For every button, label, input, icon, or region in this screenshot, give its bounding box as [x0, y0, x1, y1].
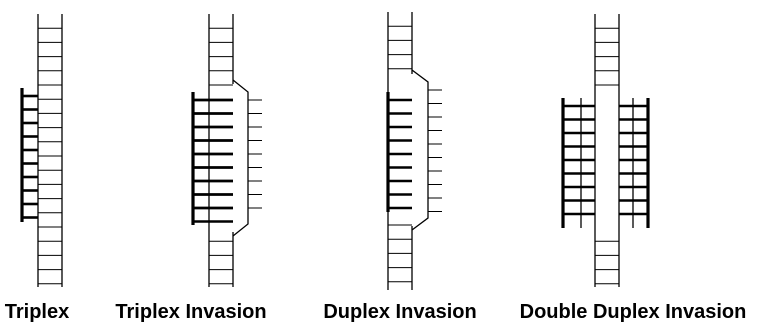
third-strand	[20, 88, 38, 222]
invading-strand	[386, 92, 412, 212]
open-region	[594, 84, 620, 236]
displaced-strand	[411, 69, 442, 231]
duplex-ladder	[594, 14, 620, 287]
duplex-ladder	[208, 14, 234, 287]
triplex-invasion-panel	[191, 14, 262, 287]
displaced-strand	[232, 79, 262, 237]
duplex-ladder	[37, 14, 63, 287]
invading-strand	[191, 92, 233, 225]
caption-triplex: Triplex	[4, 301, 70, 323]
right-invading-duplex	[619, 98, 650, 228]
duplex-invasion-panel	[386, 12, 442, 290]
displaced-backbone	[411, 69, 429, 231]
caption-double-duplex-invasion: Double Duplex Invasion	[519, 301, 747, 323]
double-duplex-invasion-panel	[561, 14, 650, 287]
duplex-ladder	[387, 12, 413, 290]
triplex-panel	[20, 14, 63, 287]
caption-triplex-invasion: Triplex Invasion	[115, 301, 267, 323]
displaced-backbone	[232, 79, 249, 237]
left-invading-duplex	[561, 98, 595, 228]
invading-duplex-rungs	[193, 98, 233, 223]
caption-duplex-invasion: Duplex Invasion	[323, 301, 477, 323]
